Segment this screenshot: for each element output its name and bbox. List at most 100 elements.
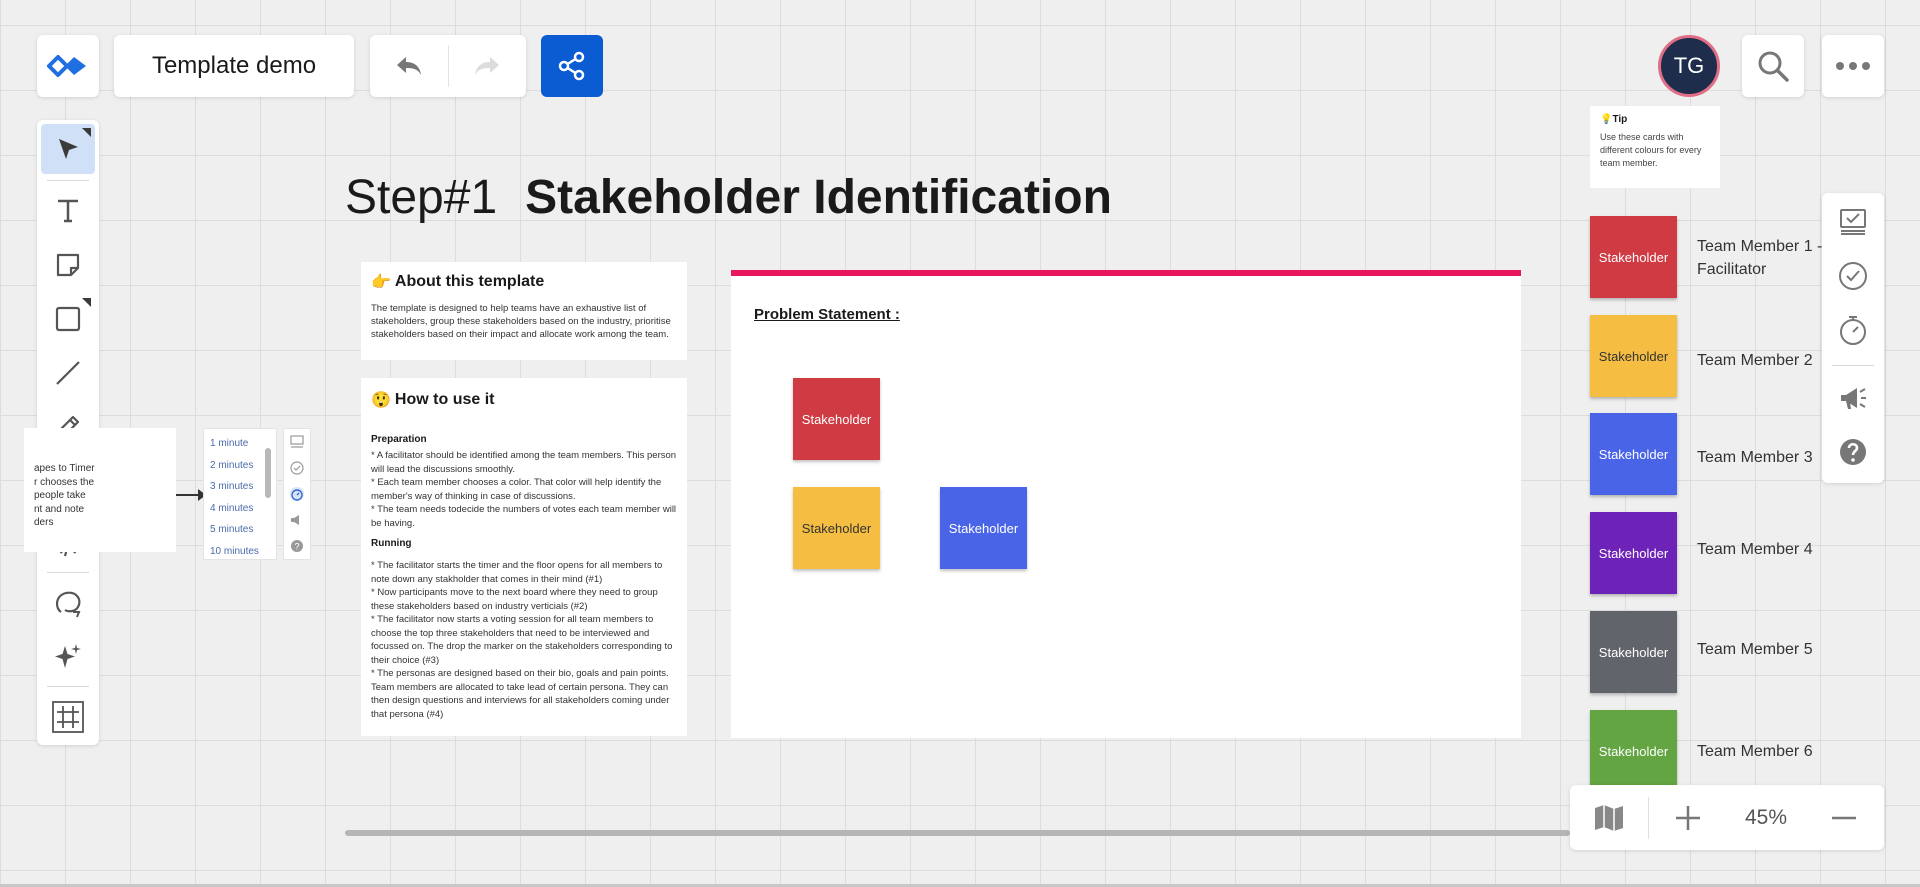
search-button[interactable] xyxy=(1742,35,1804,97)
canvas-horizontal-scrollbar[interactable] xyxy=(345,830,1570,836)
share-icon xyxy=(558,51,585,81)
sticky-text: Stakeholder xyxy=(948,520,1019,536)
tip-card[interactable]: 💡Tip Use these cards with different colo… xyxy=(1590,106,1720,188)
member-label[interactable]: Team Member 5 xyxy=(1697,638,1813,661)
zoom-level[interactable]: 45% xyxy=(1727,785,1805,850)
toolbar-divider xyxy=(47,572,89,573)
timer-option[interactable]: 2 minutes xyxy=(210,459,254,471)
how-heading: 😲 How to use it xyxy=(371,390,677,410)
member-color-sticky[interactable]: Stakeholder xyxy=(1590,413,1677,495)
toolbar-divider xyxy=(1832,365,1874,366)
running-line: * The facilitator now starts a voting se… xyxy=(371,614,673,666)
about-template-card[interactable]: 👉 About this template The template is de… xyxy=(361,262,687,360)
frame-tool[interactable] xyxy=(41,692,95,742)
timer-option[interactable]: 5 minutes xyxy=(210,524,254,535)
member-label[interactable]: Team Member 2 xyxy=(1697,349,1813,372)
ai-tool[interactable] xyxy=(41,632,95,682)
voting-button[interactable] xyxy=(1822,251,1884,301)
connector-line xyxy=(176,494,202,496)
member-color-sticky[interactable]: Stakeholder xyxy=(1590,611,1677,693)
member-label[interactable]: Team Member 1 - Facilitator xyxy=(1697,235,1822,281)
undo-icon xyxy=(396,57,421,75)
member-label[interactable]: Team Member 6 xyxy=(1697,740,1813,763)
sticky-text: Stakeholder xyxy=(1598,348,1669,364)
member-color-sticky[interactable]: Stakeholder xyxy=(1590,710,1677,792)
plus-icon xyxy=(1676,805,1700,830)
announce-button[interactable] xyxy=(1822,373,1884,423)
svg-text:?: ? xyxy=(294,542,299,552)
zoom-divider xyxy=(1648,796,1649,839)
member-label[interactable]: Team Member 4 xyxy=(1697,538,1813,561)
preparation-label: Preparation xyxy=(371,434,427,445)
member-label-line: Team Member 5 xyxy=(1697,641,1813,658)
problem-statement-frame[interactable] xyxy=(731,270,1521,738)
mini-help-icon: ? xyxy=(284,533,310,559)
member-color-sticky[interactable]: Stakeholder xyxy=(1590,216,1677,298)
sticky-text: Stakeholder xyxy=(801,411,872,427)
mini-megaphone-icon xyxy=(284,507,310,533)
undo-button[interactable] xyxy=(370,35,448,97)
timer-option[interactable]: 1 minute xyxy=(210,438,249,449)
sticky-text: Stakeholder xyxy=(1598,249,1669,265)
mini-toolbar-preview: ? xyxy=(283,428,311,560)
line-tool[interactable] xyxy=(41,348,95,398)
toolbar-divider xyxy=(47,686,89,687)
note-line: nt and note xyxy=(34,503,85,515)
note-line: people take xyxy=(34,490,86,501)
undo-divider xyxy=(447,45,449,87)
app-logo[interactable] xyxy=(37,35,99,97)
zoom-out-button[interactable] xyxy=(1805,785,1883,850)
member-label-line: Facilitator xyxy=(1697,261,1767,278)
stopwatch-icon xyxy=(1840,316,1866,345)
text-icon xyxy=(58,199,78,223)
timer-list-scrollbar[interactable] xyxy=(265,448,271,498)
stakeholder-sticky-note[interactable]: Stakeholder xyxy=(940,487,1027,569)
lightbulb-icon: 💡 xyxy=(1600,114,1613,125)
how-to-use-card[interactable]: 😲 How to use it Preparation * A facilita… xyxy=(361,378,687,736)
about-heading: 👉 About this template xyxy=(371,272,677,292)
text-tool[interactable] xyxy=(41,185,95,235)
zoom-in-button[interactable] xyxy=(1649,785,1727,850)
sticky-text: Stakeholder xyxy=(1598,545,1669,561)
problem-statement-label[interactable]: Problem Statement : xyxy=(754,306,900,323)
member-label[interactable]: Team Member 3 xyxy=(1697,446,1813,469)
note-line: apes to Timer xyxy=(34,463,95,474)
timer-instruction-note[interactable]: apes to Timer r chooses the people take … xyxy=(24,428,176,552)
timer-button[interactable] xyxy=(1822,305,1884,355)
stakeholder-sticky-note[interactable]: Stakeholder xyxy=(793,487,880,569)
right-toolbar xyxy=(1822,193,1884,483)
member-label-line: Team Member 2 xyxy=(1697,352,1813,369)
window-bottom-edge xyxy=(0,884,1920,887)
help-button[interactable] xyxy=(1822,427,1884,477)
share-button[interactable] xyxy=(541,35,603,97)
step-prefix: Step#1 xyxy=(345,171,498,224)
shape-tool[interactable] xyxy=(41,294,95,344)
tip-title: Tip xyxy=(1612,114,1628,125)
timer-option[interactable]: 10 minutes xyxy=(210,545,259,557)
note-line: r chooses the xyxy=(34,476,95,488)
user-avatar[interactable]: TG xyxy=(1658,35,1720,97)
prep-line: * A facilitator should be identified amo… xyxy=(371,450,677,475)
member-color-sticky[interactable]: Stakeholder xyxy=(1590,315,1677,397)
board-title[interactable]: Template demo xyxy=(114,35,354,97)
pointing-hand-icon: 👉 xyxy=(371,274,391,291)
sticky-note-tool[interactable] xyxy=(41,240,95,290)
timer-option[interactable]: 3 minutes xyxy=(210,481,254,492)
presentation-button[interactable] xyxy=(1822,197,1884,247)
member-color-sticky[interactable]: Stakeholder xyxy=(1590,512,1677,594)
stakeholder-sticky-note[interactable]: Stakeholder xyxy=(793,378,880,460)
redo-button[interactable] xyxy=(449,35,527,97)
more-options-button[interactable] xyxy=(1822,35,1884,97)
about-title: About this template xyxy=(394,273,545,290)
select-tool[interactable] xyxy=(41,124,95,174)
submenu-indicator xyxy=(82,128,91,137)
timer-options-list[interactable]: 1 minute 2 minutes 3 minutes 4 minutes 5… xyxy=(203,428,277,560)
timer-option[interactable]: 4 minutes xyxy=(210,502,254,514)
arrow-head-icon xyxy=(198,489,206,501)
face-icon: 😲 xyxy=(371,392,391,409)
help-icon xyxy=(1840,439,1866,465)
lasso-tool[interactable] xyxy=(41,578,95,628)
avatar-initials: TG xyxy=(1673,53,1705,78)
minimap-button[interactable] xyxy=(1570,785,1648,850)
